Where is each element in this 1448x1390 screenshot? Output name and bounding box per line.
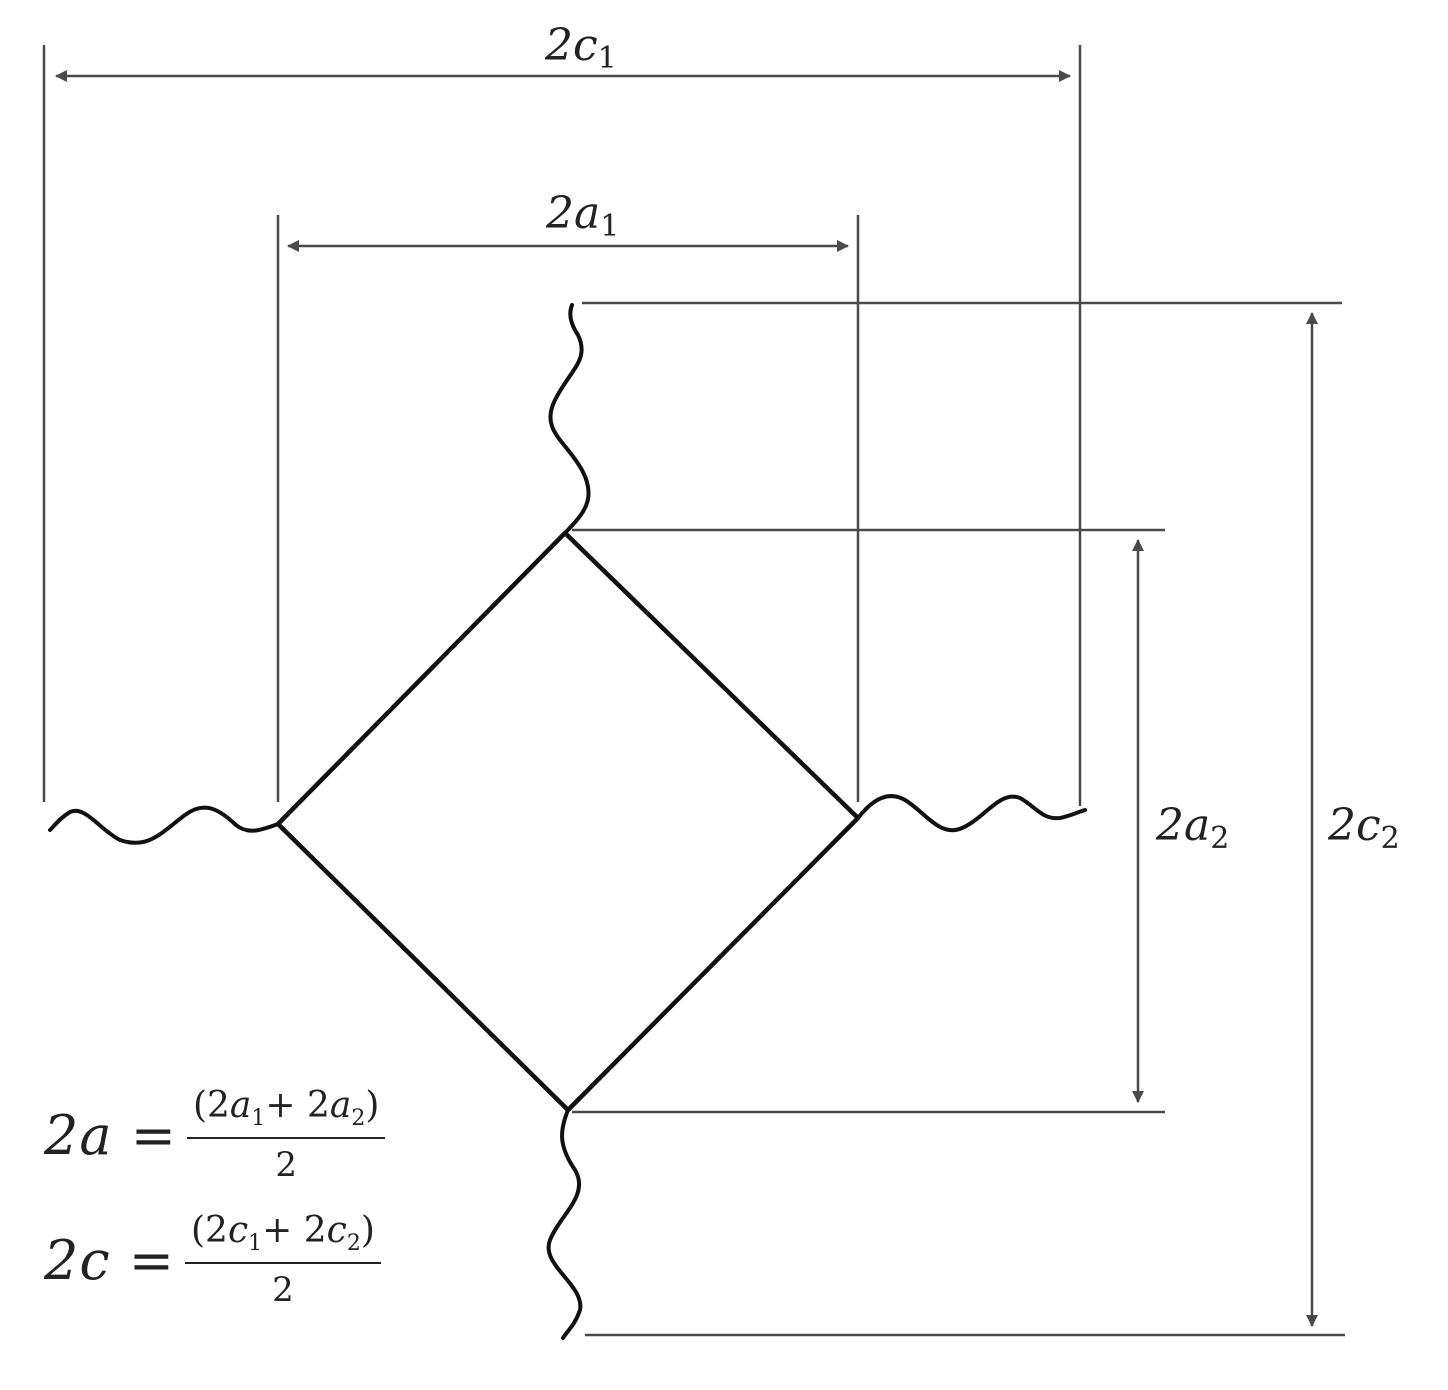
formula-2c-numerator: (2c1+ 2c2) (185, 1210, 381, 1265)
formula-2a-fraction: (2a1+ 2a2) 2 (186, 1085, 386, 1186)
crack-left (48, 805, 280, 845)
indentation-diamond (275, 530, 861, 1113)
formula-2c-lhs: 2c = (44, 1228, 176, 1292)
formula-2c: 2c = (2c1+ 2c2) 2 (44, 1210, 381, 1310)
label-2a2: 2a2 (1155, 800, 1229, 856)
label-2c1: 2c1 (544, 20, 617, 76)
crack-bottom (546, 1108, 583, 1340)
label-2c2: 2c2 (1327, 800, 1400, 856)
label-2a1: 2a1 (545, 188, 619, 244)
formula-2a-numerator: (2a1+ 2a2) (186, 1085, 386, 1140)
formula-2a: 2a = (2a1+ 2a2) 2 (44, 1085, 386, 1186)
formula-2c-fraction: (2c1+ 2c2) 2 (185, 1210, 381, 1310)
formula-2a-lhs: 2a = (44, 1103, 177, 1167)
crack-right (856, 794, 1087, 833)
formula-2c-denominator: 2 (272, 1270, 294, 1311)
formula-2a-denominator: 2 (275, 1145, 298, 1186)
crack-top (548, 303, 591, 535)
